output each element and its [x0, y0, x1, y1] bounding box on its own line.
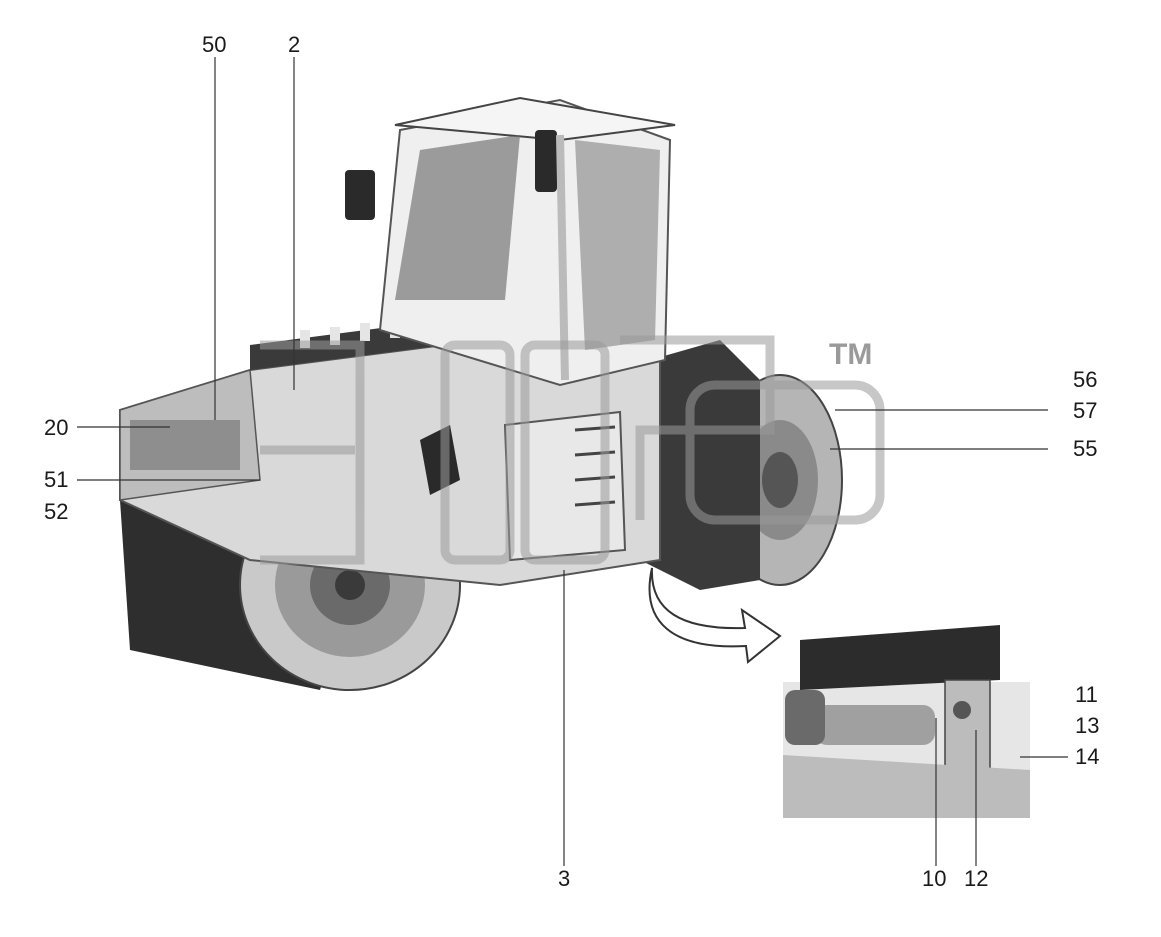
callout-10: 10	[922, 866, 947, 891]
callout-51: 51	[44, 467, 69, 492]
callout-55: 55	[1073, 436, 1098, 461]
callout-11: 11	[1075, 682, 1098, 707]
callout-56: 56	[1073, 367, 1098, 392]
callout-13: 13	[1075, 713, 1100, 738]
callout-14: 14	[1075, 744, 1100, 769]
leader-lines	[77, 57, 1068, 866]
callout-57: 57	[1073, 398, 1098, 423]
callout-2: 2	[288, 32, 301, 57]
operator-cab	[345, 96, 676, 387]
trademark-mark: TM	[829, 338, 873, 371]
callout-50: 50	[202, 32, 227, 57]
callout-52: 52	[44, 499, 69, 524]
callout-3: 3	[558, 866, 571, 891]
detail-arrow	[648, 567, 782, 664]
detail-inset	[783, 622, 1030, 818]
watermark-logo	[260, 335, 885, 565]
callout-12: 12	[964, 866, 989, 891]
rear-drum	[640, 340, 843, 590]
callout-20: 20	[44, 415, 69, 440]
